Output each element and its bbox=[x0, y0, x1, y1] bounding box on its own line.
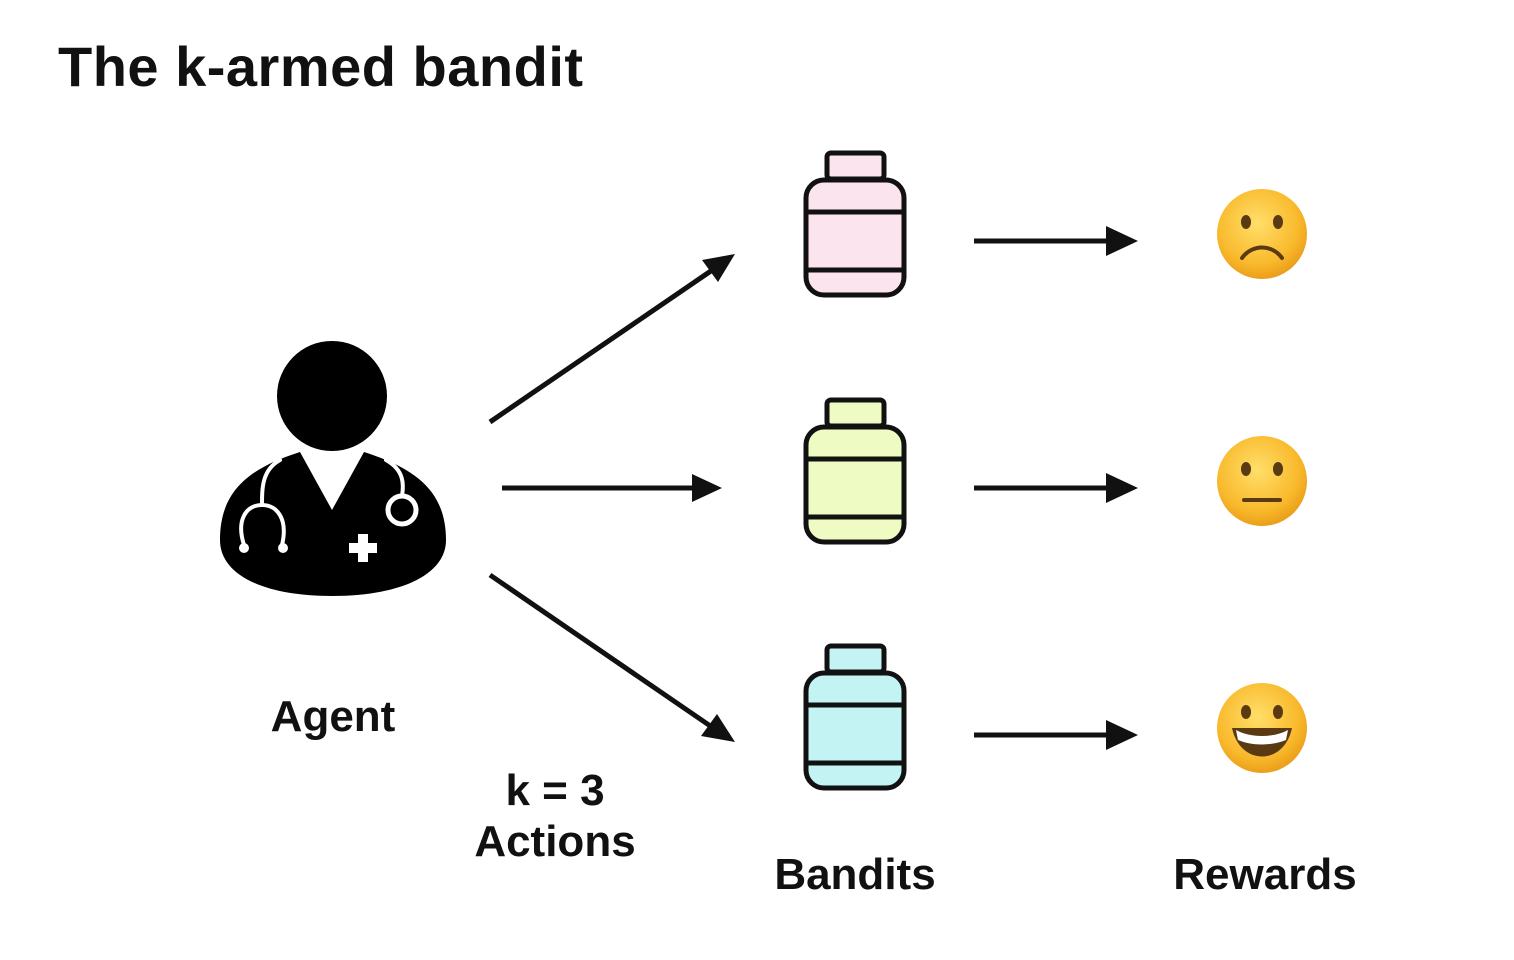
actions-label: Actions bbox=[474, 816, 636, 866]
actions-label-group: k = 3 Actions bbox=[430, 766, 680, 867]
action-arrows bbox=[488, 254, 735, 742]
neutral-face-icon bbox=[1217, 436, 1307, 526]
bandit-bottle-1 bbox=[803, 150, 907, 298]
bandit-bottle-3 bbox=[803, 643, 907, 791]
grinning-face-icon bbox=[1217, 683, 1307, 773]
agent-label: Agent bbox=[270, 692, 396, 741]
k-value-label: k = 3 bbox=[505, 766, 605, 815]
reward-arrows bbox=[974, 226, 1138, 750]
action-arrow-top bbox=[488, 259, 726, 425]
frowning-face-icon bbox=[1217, 189, 1307, 279]
bandit-bottle-2 bbox=[803, 397, 907, 545]
bandits-label: Bandits bbox=[774, 850, 936, 899]
slide-title: The k-armed bandit bbox=[58, 35, 584, 98]
action-arrow-bottom bbox=[488, 572, 724, 737]
rewards-label: Rewards bbox=[1173, 850, 1357, 899]
doctor-icon bbox=[220, 341, 446, 596]
